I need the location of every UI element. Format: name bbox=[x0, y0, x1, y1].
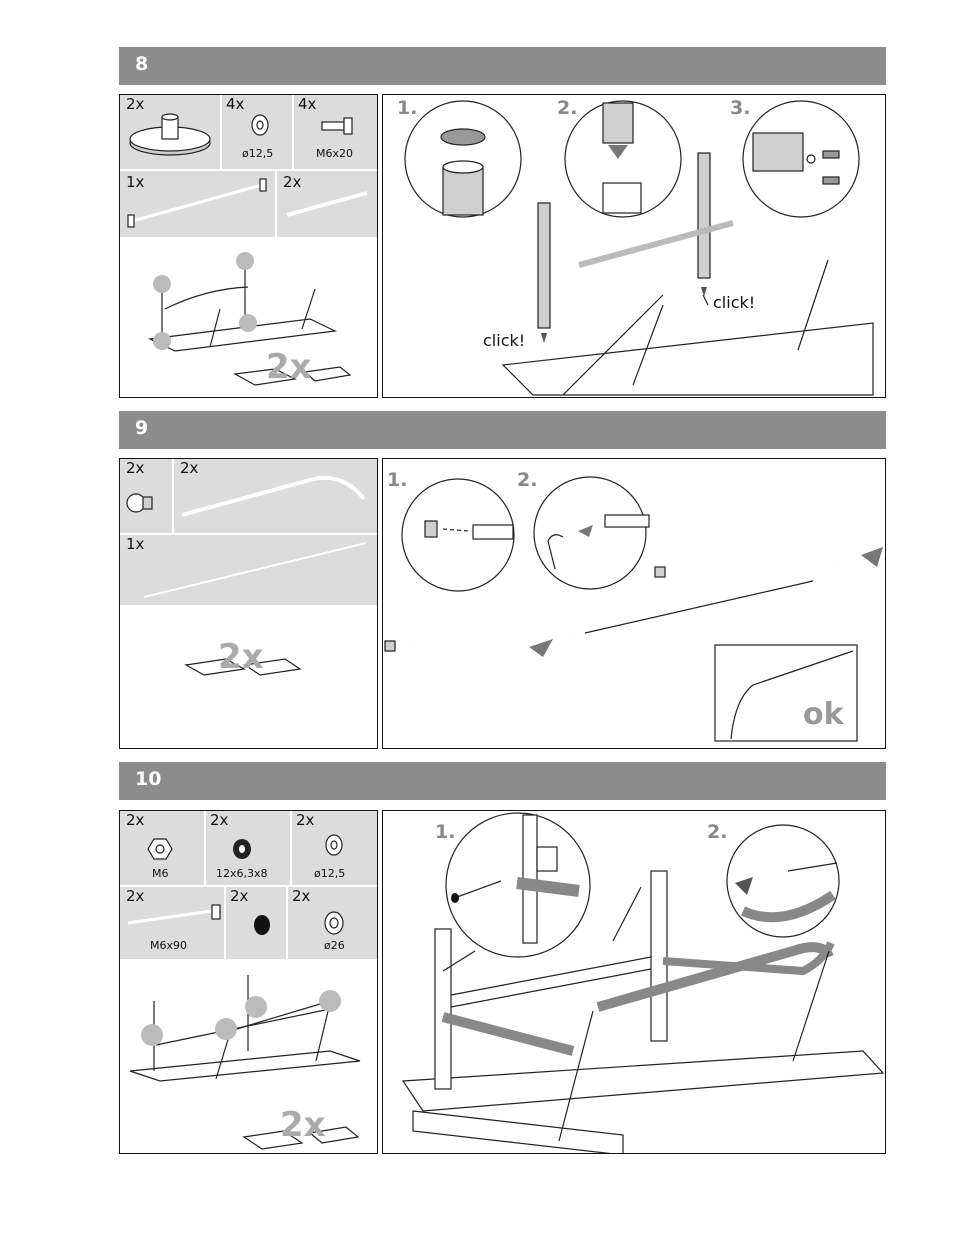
table-overview-icon bbox=[120, 961, 378, 1154]
ok-label: ok bbox=[803, 697, 844, 732]
parts-panel-8: 2x 4x ø12,5 4x M6x20 1x 2x bbox=[119, 94, 378, 398]
part-label: 12x6,3x8 bbox=[216, 867, 268, 880]
assembly-illustration-10 bbox=[383, 811, 886, 1154]
part-long-bolt: 2x M6x90 bbox=[120, 887, 224, 959]
part-bolt: 4x M6x20 bbox=[294, 95, 378, 169]
part-washer: 4x ø12,5 bbox=[222, 95, 292, 169]
leg-foot-icon bbox=[120, 95, 220, 169]
section-number: 10 bbox=[135, 768, 161, 790]
tube-icon bbox=[277, 171, 378, 237]
part-label: M6x90 bbox=[150, 939, 187, 952]
section-number: 9 bbox=[135, 417, 148, 439]
part-leg-foot: 2x bbox=[120, 95, 220, 169]
parts-panel-10: 2x M6 2x 12x6,3x8 2x ø12,5 2x M6x90 2x bbox=[119, 810, 378, 1154]
assembly-panel-10: 1. 2. bbox=[382, 810, 886, 1154]
overview-illustration-9: 2x bbox=[120, 607, 378, 749]
floor-pads-icon bbox=[120, 607, 378, 749]
part-end-cap: 2x bbox=[120, 459, 172, 533]
end-cap-icon bbox=[120, 459, 172, 533]
part-washer: 2x ø12,5 bbox=[292, 811, 378, 885]
part-curved-tube: 2x bbox=[174, 459, 378, 533]
click-label: click! bbox=[483, 331, 525, 350]
overview-illustration-8: 2x bbox=[120, 239, 378, 398]
section-header-10: 10 bbox=[119, 762, 886, 800]
overview-illustration-10: 2x bbox=[120, 961, 378, 1154]
part-long-rod: 1x bbox=[120, 535, 378, 605]
crossbar-icon bbox=[120, 171, 275, 237]
multiplier-label: 2x bbox=[266, 347, 312, 387]
assembly-panel-8: 1. 2. 3. click! click! bbox=[382, 94, 886, 398]
part-nut: 2x M6 bbox=[120, 811, 204, 885]
multiplier-label: 2x bbox=[280, 1105, 326, 1145]
long-rod-icon bbox=[120, 535, 378, 605]
assembly-illustration-8 bbox=[383, 95, 886, 398]
section-number: 8 bbox=[135, 53, 148, 75]
parts-panel-9: 2x 2x 1x 2x bbox=[119, 458, 378, 749]
part-label: M6 bbox=[152, 867, 169, 880]
multiplier-label: 2x bbox=[218, 637, 264, 677]
section-header-8: 8 bbox=[119, 47, 886, 85]
table-overview-icon bbox=[120, 239, 378, 398]
cap-icon bbox=[226, 887, 286, 959]
part-label: ø26 bbox=[324, 939, 345, 952]
part-spacer: 2x 12x6,3x8 bbox=[206, 811, 290, 885]
section-header-9: 9 bbox=[119, 411, 886, 449]
part-label: ø12,5 bbox=[314, 867, 345, 880]
part-tube: 2x bbox=[277, 171, 378, 237]
part-cap: 2x bbox=[226, 887, 286, 959]
part-crossbar: 1x bbox=[120, 171, 275, 237]
part-label: ø12,5 bbox=[242, 147, 273, 160]
curved-tube-icon bbox=[174, 459, 378, 533]
click-label: click! bbox=[713, 293, 755, 312]
part-label: M6x20 bbox=[316, 147, 353, 160]
assembly-panel-9: 1. 2. ok bbox=[382, 458, 886, 749]
part-large-washer: 2x ø26 bbox=[288, 887, 378, 959]
